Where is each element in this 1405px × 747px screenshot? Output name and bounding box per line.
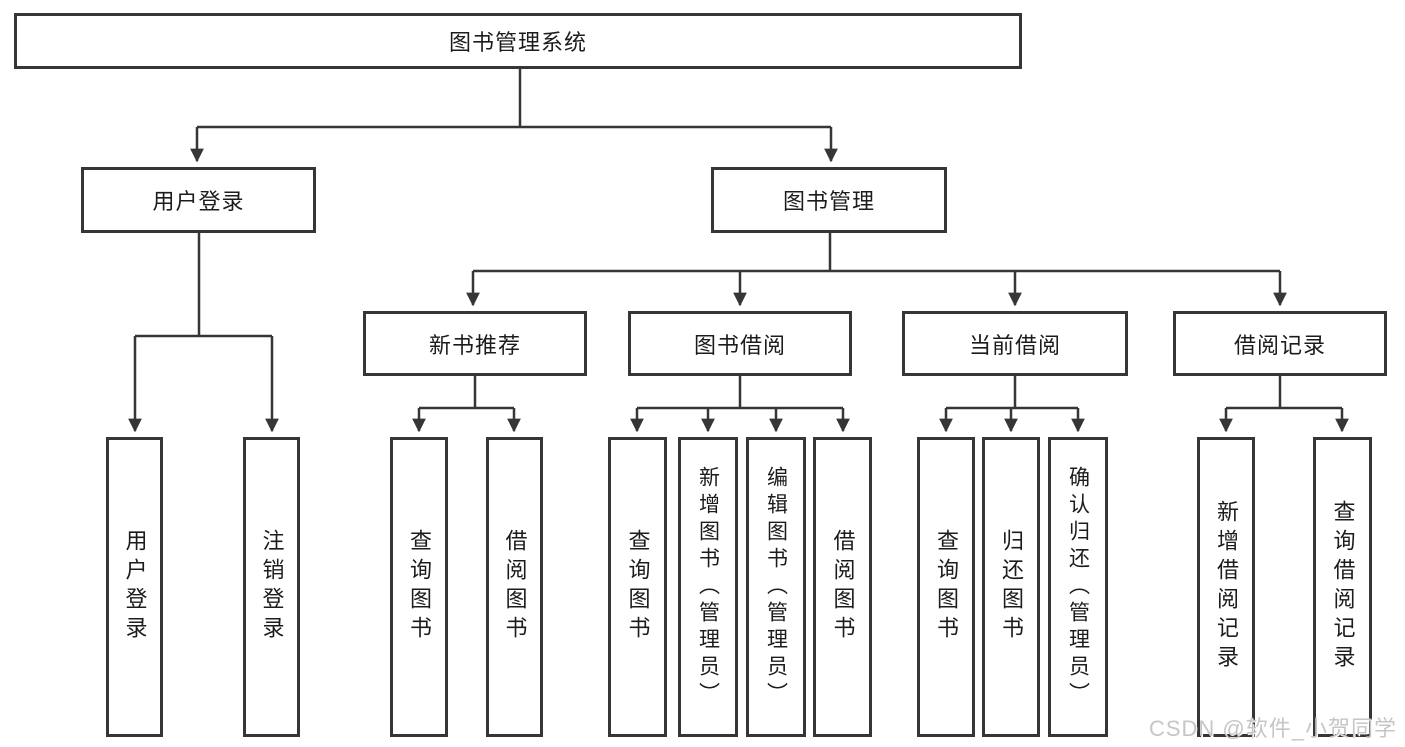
leaf-label: 查询图书	[625, 529, 651, 645]
node-book-management-label: 图书管理	[782, 189, 875, 214]
connector-current-borrowing-to-leaves	[939, 376, 1085, 433]
node-new-book-recommend: 新书推荐	[363, 311, 587, 376]
leaf-logout: 注销登录	[243, 437, 300, 737]
node-user-login: 用户登录	[81, 167, 316, 233]
node-current-borrowing: 当前借阅	[902, 311, 1128, 376]
leaf-query-borrow-record: 查询借阅记录	[1313, 437, 1372, 737]
node-borrowing-records-label: 借阅记录	[1233, 332, 1326, 358]
leaf-label: 查询图书	[934, 529, 959, 645]
leaf-label: 归还图书	[999, 529, 1024, 645]
leaf-label: 查询借阅记录	[1330, 500, 1356, 674]
leaf-label: 借阅图书	[502, 529, 528, 645]
connector-user-login-to-leaves	[128, 233, 279, 433]
node-user-login-label: 用户登录	[152, 189, 245, 214]
leaf-label: 确认归还（管理员）	[1066, 465, 1090, 709]
leaf-label: 借阅图书	[830, 529, 856, 645]
node-root-label: 图书管理系统	[448, 30, 587, 55]
connector-book-management-to-level3	[466, 233, 1287, 307]
leaf-label: 查询图书	[407, 529, 432, 645]
leaf-query-books: 查询图书	[390, 437, 448, 737]
leaf-add-books-admin: 新增图书（管理员）	[678, 437, 738, 737]
leaf-label: 新增图书（管理员）	[696, 465, 720, 709]
csdn-watermark: CSDN @软件_小贺同学	[1148, 716, 1397, 741]
leaf-label: 用户登录	[122, 529, 148, 645]
connector-book-borrowing-to-leaves	[630, 376, 850, 433]
leaf-borrow-books: 借阅图书	[486, 437, 543, 737]
leaf-label: 编辑图书（管理员）	[764, 465, 788, 709]
leaf-edit-books-admin: 编辑图书（管理员）	[746, 437, 806, 737]
node-book-management: 图书管理	[711, 167, 947, 233]
connector-borrowing-records-to-leaves	[1219, 376, 1349, 433]
leaf-query-books: 查询图书	[608, 437, 667, 737]
leaf-confirm-return-admin: 确认归还（管理员）	[1048, 437, 1108, 737]
node-root: 图书管理系统	[14, 13, 1022, 69]
leaf-borrow-books: 借阅图书	[813, 437, 872, 737]
node-borrowing-records: 借阅记录	[1173, 311, 1387, 376]
node-book-borrowing: 图书借阅	[628, 311, 852, 376]
node-new-book-recommend-label: 新书推荐	[428, 332, 521, 358]
leaf-add-borrow-record: 新增借阅记录	[1197, 437, 1255, 737]
node-book-borrowing-label: 图书借阅	[693, 332, 786, 358]
leaf-query-books: 查询图书	[917, 437, 975, 737]
node-current-borrowing-label: 当前借阅	[968, 332, 1061, 358]
leaf-label: 注销登录	[259, 529, 285, 645]
leaf-user-login: 用户登录	[106, 437, 163, 737]
connector-root-to-level2	[190, 69, 838, 163]
connector-new-book-to-leaves	[412, 376, 521, 433]
leaf-return-books: 归还图书	[982, 437, 1040, 737]
leaf-label: 新增借阅记录	[1214, 500, 1239, 674]
